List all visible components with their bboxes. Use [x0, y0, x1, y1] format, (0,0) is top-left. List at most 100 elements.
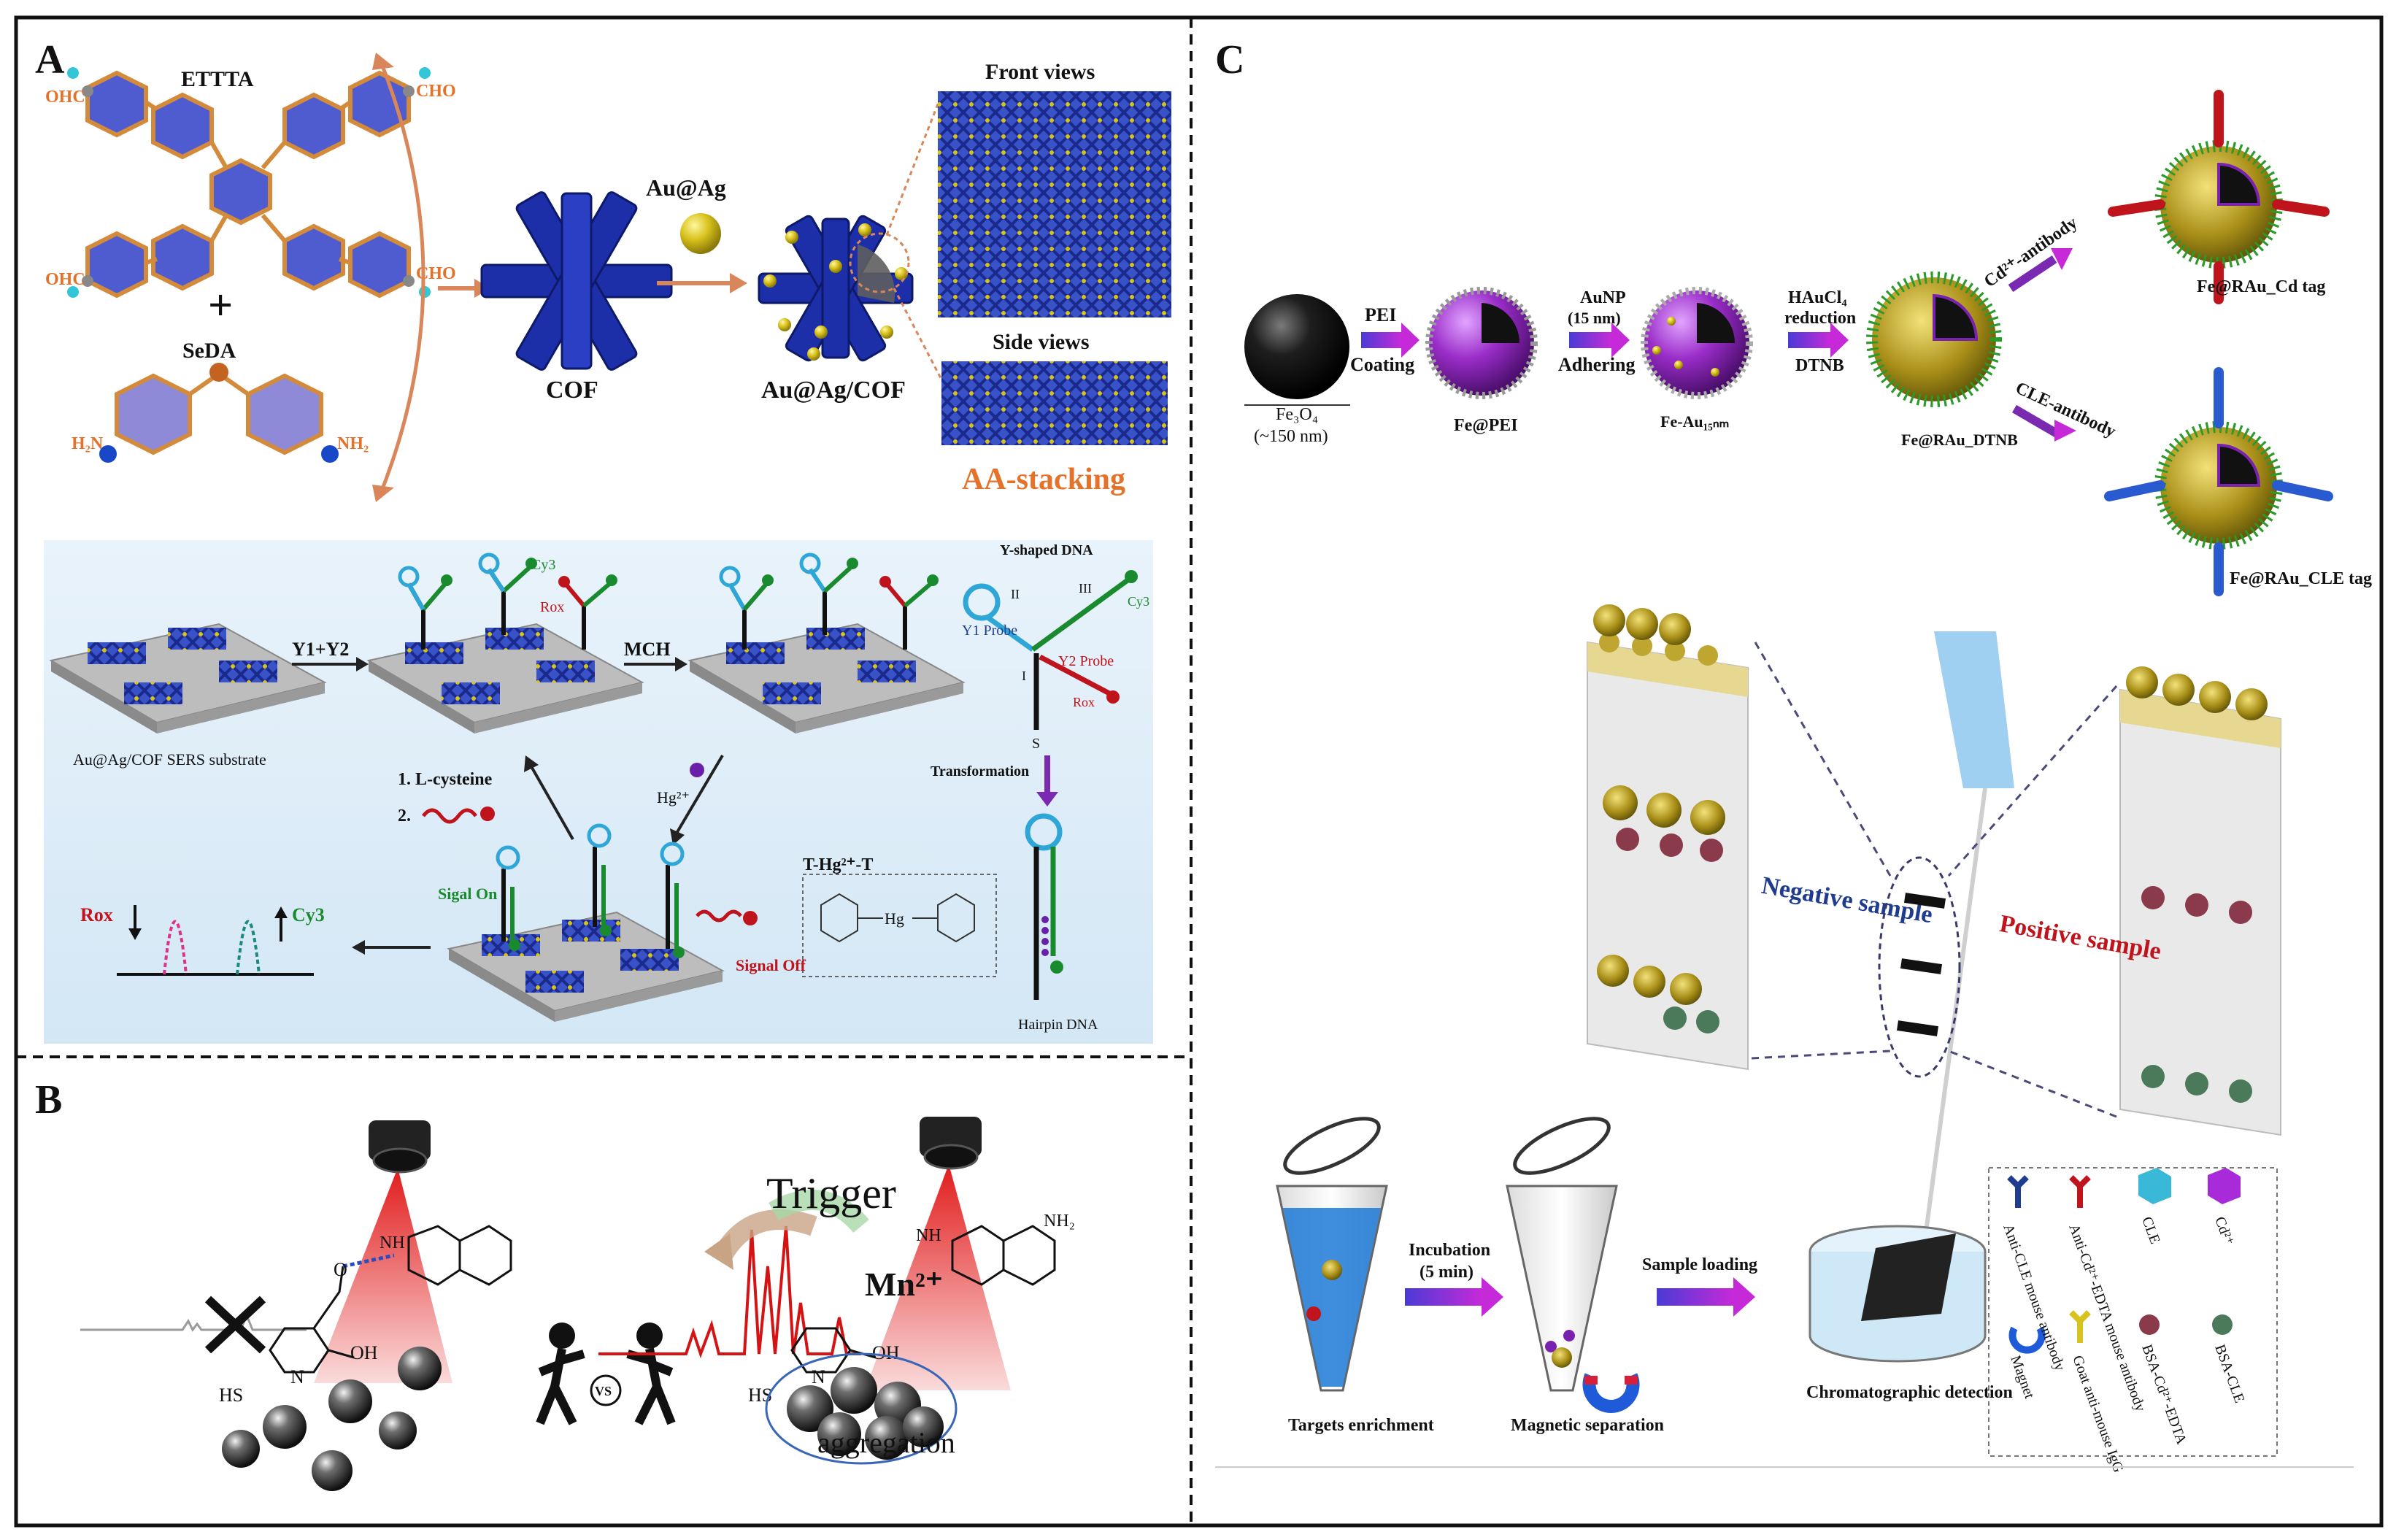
panel-a-letter: A: [35, 37, 65, 82]
fe3o4-label: Fe₃O₄: [1276, 405, 1318, 424]
sers-substrate-1: [49, 623, 327, 734]
legend-cle: CLE: [2138, 1214, 2163, 1246]
fe-rau-cle-tag: [2104, 367, 2333, 596]
camera-right: [920, 1117, 982, 1170]
synthesis-bracket: [377, 58, 425, 497]
reduction-label: reduction: [1784, 309, 1856, 328]
positive-test-strip: [2119, 666, 2281, 1136]
nh-right: NH: [916, 1226, 941, 1245]
magnetic-label: Magnetic separation: [1511, 1416, 1664, 1435]
targets-label: Targets enrichment: [1288, 1416, 1434, 1435]
oh-left: OH: [350, 1342, 378, 1363]
panel-c-letter: C: [1215, 37, 1244, 82]
hg-label: Hg²⁺: [657, 788, 690, 806]
fe3o4-size: (~150 nm): [1254, 427, 1328, 446]
test-strip-pad: [1934, 631, 2014, 788]
camera-left: [369, 1120, 431, 1174]
nh2-left: H₂N: [72, 434, 104, 453]
dtnb-label: DTNB: [1795, 356, 1844, 375]
nanoparticles-aggregated: [787, 1367, 944, 1460]
vs-label: VS: [595, 1384, 612, 1398]
cof-label: COF: [546, 377, 598, 404]
side-view-lattice: [941, 361, 1168, 445]
thgt-box: [802, 874, 997, 977]
y-shaped-label: Y-shaped DNA: [1000, 542, 1093, 558]
front-view-lattice: [938, 91, 1171, 317]
seda-label: SeDA: [182, 339, 236, 363]
coating-label: Coating: [1350, 354, 1414, 375]
tube-magnetic: [1506, 1117, 1640, 1413]
trigger-label: Trigger: [766, 1169, 896, 1217]
panel-a: A ETTTA: [35, 37, 1171, 1044]
roman-iii: III: [1079, 581, 1092, 596]
sample-loading-label: Sample loading: [1642, 1255, 1757, 1274]
hg-ion: [690, 763, 704, 777]
left-molecule: [269, 1225, 512, 1374]
y-shaped-dna-detail: Y-shaped DNA Y1 Probe Y2 Probe II III I …: [962, 542, 1149, 752]
fe-rau-cd-label: Fe@RAu_Cd tag: [2197, 277, 2325, 296]
hs-left: HS: [219, 1385, 243, 1406]
cross-mark: [204, 1295, 266, 1354]
hg-center-label: Hg: [885, 909, 904, 928]
panel-b: B HS N O OH NH: [35, 1077, 1075, 1491]
fe-au-label: Fe-Au₁₅ₙₘ: [1660, 412, 1729, 431]
auag-cof-label: Au@Ag/COF: [761, 377, 906, 404]
signal-on-label: Sigal On: [438, 885, 497, 903]
roman-i: I: [1022, 669, 1026, 683]
five-min-label: (5 min): [1420, 1263, 1474, 1282]
spectra-schematic: [117, 905, 314, 976]
fe-rau-cd-tag: [2108, 90, 2330, 304]
oh-right: OH: [872, 1342, 900, 1363]
legend-bsa-cd: BSA-Cd²⁺-EDTA: [2138, 1342, 2189, 1447]
roman-ii: II: [1011, 587, 1020, 601]
right-spectrum: [598, 1225, 861, 1358]
y2-probe-label: Y2 Probe: [1058, 653, 1114, 669]
panel-c: C Fe₃O₄ (~150 nm) PEI Coating Fe@PEI AuN…: [1215, 37, 2372, 1474]
transformation-label: Transformation: [931, 763, 1029, 779]
nh-left: NH: [380, 1233, 405, 1252]
left-spectrum: [80, 1312, 307, 1332]
chromatographic-label: Chromatographic detection: [1806, 1383, 2013, 1402]
cho-upper-left: OHC: [45, 88, 85, 107]
auag-cof-structure: [758, 215, 914, 362]
chromatographic-well: [1808, 1225, 1987, 1363]
sers-substrate-4: [447, 823, 725, 1022]
cho-lower-left: OHC: [45, 270, 85, 289]
right-molecule: [790, 1225, 1056, 1374]
front-views-label: Front views: [985, 60, 1095, 84]
hairpin-label: Hairpin DNA: [1018, 1017, 1098, 1033]
nh2-right-b: NH₂: [1044, 1212, 1075, 1231]
fe-rau-cle-label: Fe@RAu_CLE tag: [2230, 569, 2372, 588]
side-views-label: Side views: [993, 330, 1090, 354]
y1-probe-label: Y1 Probe: [962, 623, 1017, 639]
negative-test-strip: [1587, 604, 1749, 1071]
legend-bsa-cle: BSA-CLE: [2211, 1342, 2247, 1405]
hairpin-dna: [1025, 813, 1063, 1000]
vs-fighters-icon: [536, 1323, 676, 1425]
mch-label: MCH: [624, 639, 671, 660]
fe-rau-dtnb-particle: [1866, 272, 2002, 407]
legend-icons: [2007, 1168, 2241, 1354]
zoom-ellipse: [1878, 856, 1961, 1078]
thgt-label: T-Hg²⁺-T: [803, 855, 873, 874]
cy3-arrow-label: Cy3: [292, 904, 325, 925]
haucl4-label: HAuCl₄: [1788, 288, 1847, 307]
rox-y-label: Rox: [1073, 695, 1095, 709]
sers-substrate-3: [687, 553, 966, 734]
auag-label: Au@Ag: [646, 174, 726, 201]
panel-b-letter: B: [35, 1077, 62, 1123]
auag-particle: [680, 213, 721, 254]
s-label: S: [1032, 736, 1040, 752]
fe3o4-particle: [1244, 294, 1349, 399]
ettta-label: ETTTA: [181, 67, 254, 91]
mn-label: Mn²⁺: [865, 1266, 943, 1303]
tube-targets: [1276, 1117, 1388, 1392]
adhering-label: Adhering: [1558, 354, 1635, 375]
aggregation-label: aggregation: [817, 1426, 955, 1459]
cho-upper-right: CHO: [416, 82, 456, 101]
incubation-label: Incubation: [1409, 1241, 1490, 1260]
n-left: N: [290, 1366, 304, 1387]
figure-border: [14, 15, 2384, 1528]
y1y2-label: Y1+Y2: [292, 639, 349, 660]
